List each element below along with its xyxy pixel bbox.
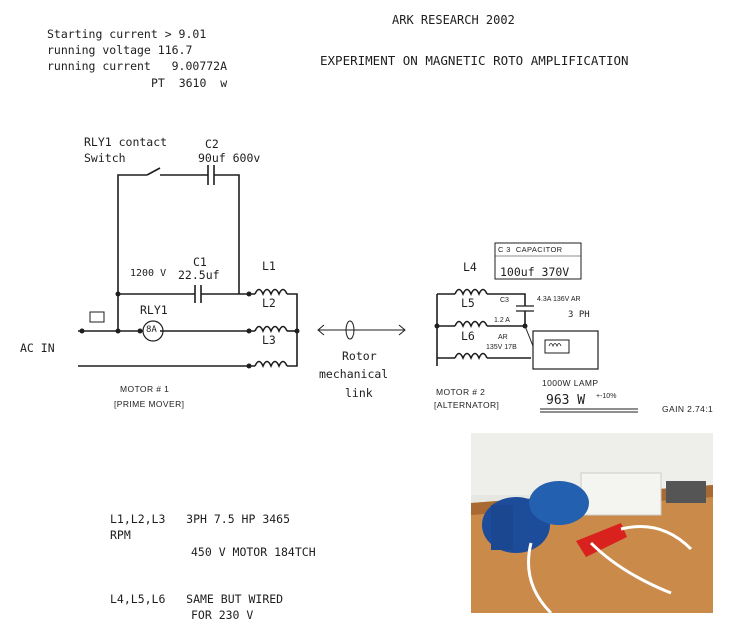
mechanical-label: mechanical <box>319 367 389 381</box>
wire-c2-right <box>214 174 240 294</box>
motor-2 <box>529 481 589 525</box>
l5-label: L5 <box>461 296 475 310</box>
note-motor2-line2: FOR 230 V <box>191 608 254 622</box>
red-plug <box>576 523 627 557</box>
wire-switch-left <box>117 174 147 331</box>
pt-text: PT 3610 w <box>151 76 228 90</box>
coil-l4 <box>454 288 488 296</box>
l1-label: L1 <box>262 259 276 273</box>
gain-label: GAIN 2.74:1 <box>662 404 714 414</box>
link-label: link <box>345 386 373 400</box>
note-motor1-line1: L1,L2,L3 3PH 7.5 HP 3465 <box>110 512 291 526</box>
coil-l3 <box>254 360 288 368</box>
org-title: ARK RESEARCH 2002 <box>392 13 515 27</box>
switch-contact <box>146 167 161 176</box>
lamp-reading: 963 W <box>546 393 586 408</box>
plug-symbol <box>89 311 105 323</box>
wire-c3-top <box>487 293 526 306</box>
experiment-title: EXPERIMENT ON MAGNETIC ROTO AMPLIFICATIO… <box>320 53 629 68</box>
ac-in-label: AC IN <box>20 341 55 355</box>
fuse-label: 8A <box>146 325 157 335</box>
coil-l1 <box>254 288 288 296</box>
rly1-label: RLY1 <box>140 303 168 317</box>
note-motor1-line3: 450 V MOTOR 184TCH <box>191 545 316 559</box>
c2-value: 90uf 600v <box>198 151 261 165</box>
rly-contact-label: RLY1 contact <box>84 135 168 149</box>
running-current-text: running current 9.00772A <box>47 59 228 73</box>
spec-ar: AR <box>498 334 508 341</box>
starting-current-text: Starting current > 9.01 <box>47 27 207 41</box>
c3-label-box <box>494 242 582 280</box>
c1-value: 22.5uf <box>178 268 220 282</box>
bench-photo <box>471 433 713 613</box>
c1-label: C1 <box>193 255 207 269</box>
control-box <box>580 472 662 516</box>
lamp-box <box>532 330 599 370</box>
spec-current-voltage: 4.3A 136V AR <box>537 296 581 303</box>
spec-phase: 3 PH <box>568 310 590 320</box>
lamp-label: 1000W LAMP <box>542 378 599 388</box>
motor2-label: MOTOR # 2 <box>436 387 486 397</box>
lamp-tolerance: +-10% <box>596 393 617 400</box>
c3-label: C3 <box>500 297 509 304</box>
coil-l2 <box>254 325 288 333</box>
l6-label: L6 <box>461 329 475 343</box>
c3-box-title: C 3 CAPACITOR <box>498 245 563 254</box>
l3-label: L3 <box>262 333 276 347</box>
l2-label: L2 <box>262 296 276 310</box>
switch-label: Switch <box>84 151 126 165</box>
coil-l6 <box>454 352 488 360</box>
motor1-label: MOTOR # 1 <box>120 384 170 394</box>
c3-box-value: 100uf 370V <box>500 265 570 279</box>
spec-current: 1.2 A <box>494 317 510 324</box>
note-motor1-line2: RPM <box>110 528 131 542</box>
running-voltage-text: running voltage 116.7 <box>47 43 193 57</box>
l4-label: L4 <box>463 260 477 274</box>
note-motor2-line1: L4,L5,L6 SAME BUT WIRED <box>110 592 284 606</box>
spec-voltage: 135V 17B <box>486 344 517 351</box>
shaft-coupling <box>345 320 355 340</box>
rotor-label: Rotor <box>342 349 377 363</box>
motor2-sublabel: [ALTERNATOR] <box>434 400 500 410</box>
c2-label: C2 <box>205 137 219 151</box>
lamp-element <box>544 339 570 354</box>
coil-l5 <box>454 320 488 328</box>
rly1-coil <box>142 320 164 342</box>
c1-voltage: 1200 V <box>130 268 167 279</box>
motor1-sublabel: [PRIME MOVER] <box>114 399 185 409</box>
